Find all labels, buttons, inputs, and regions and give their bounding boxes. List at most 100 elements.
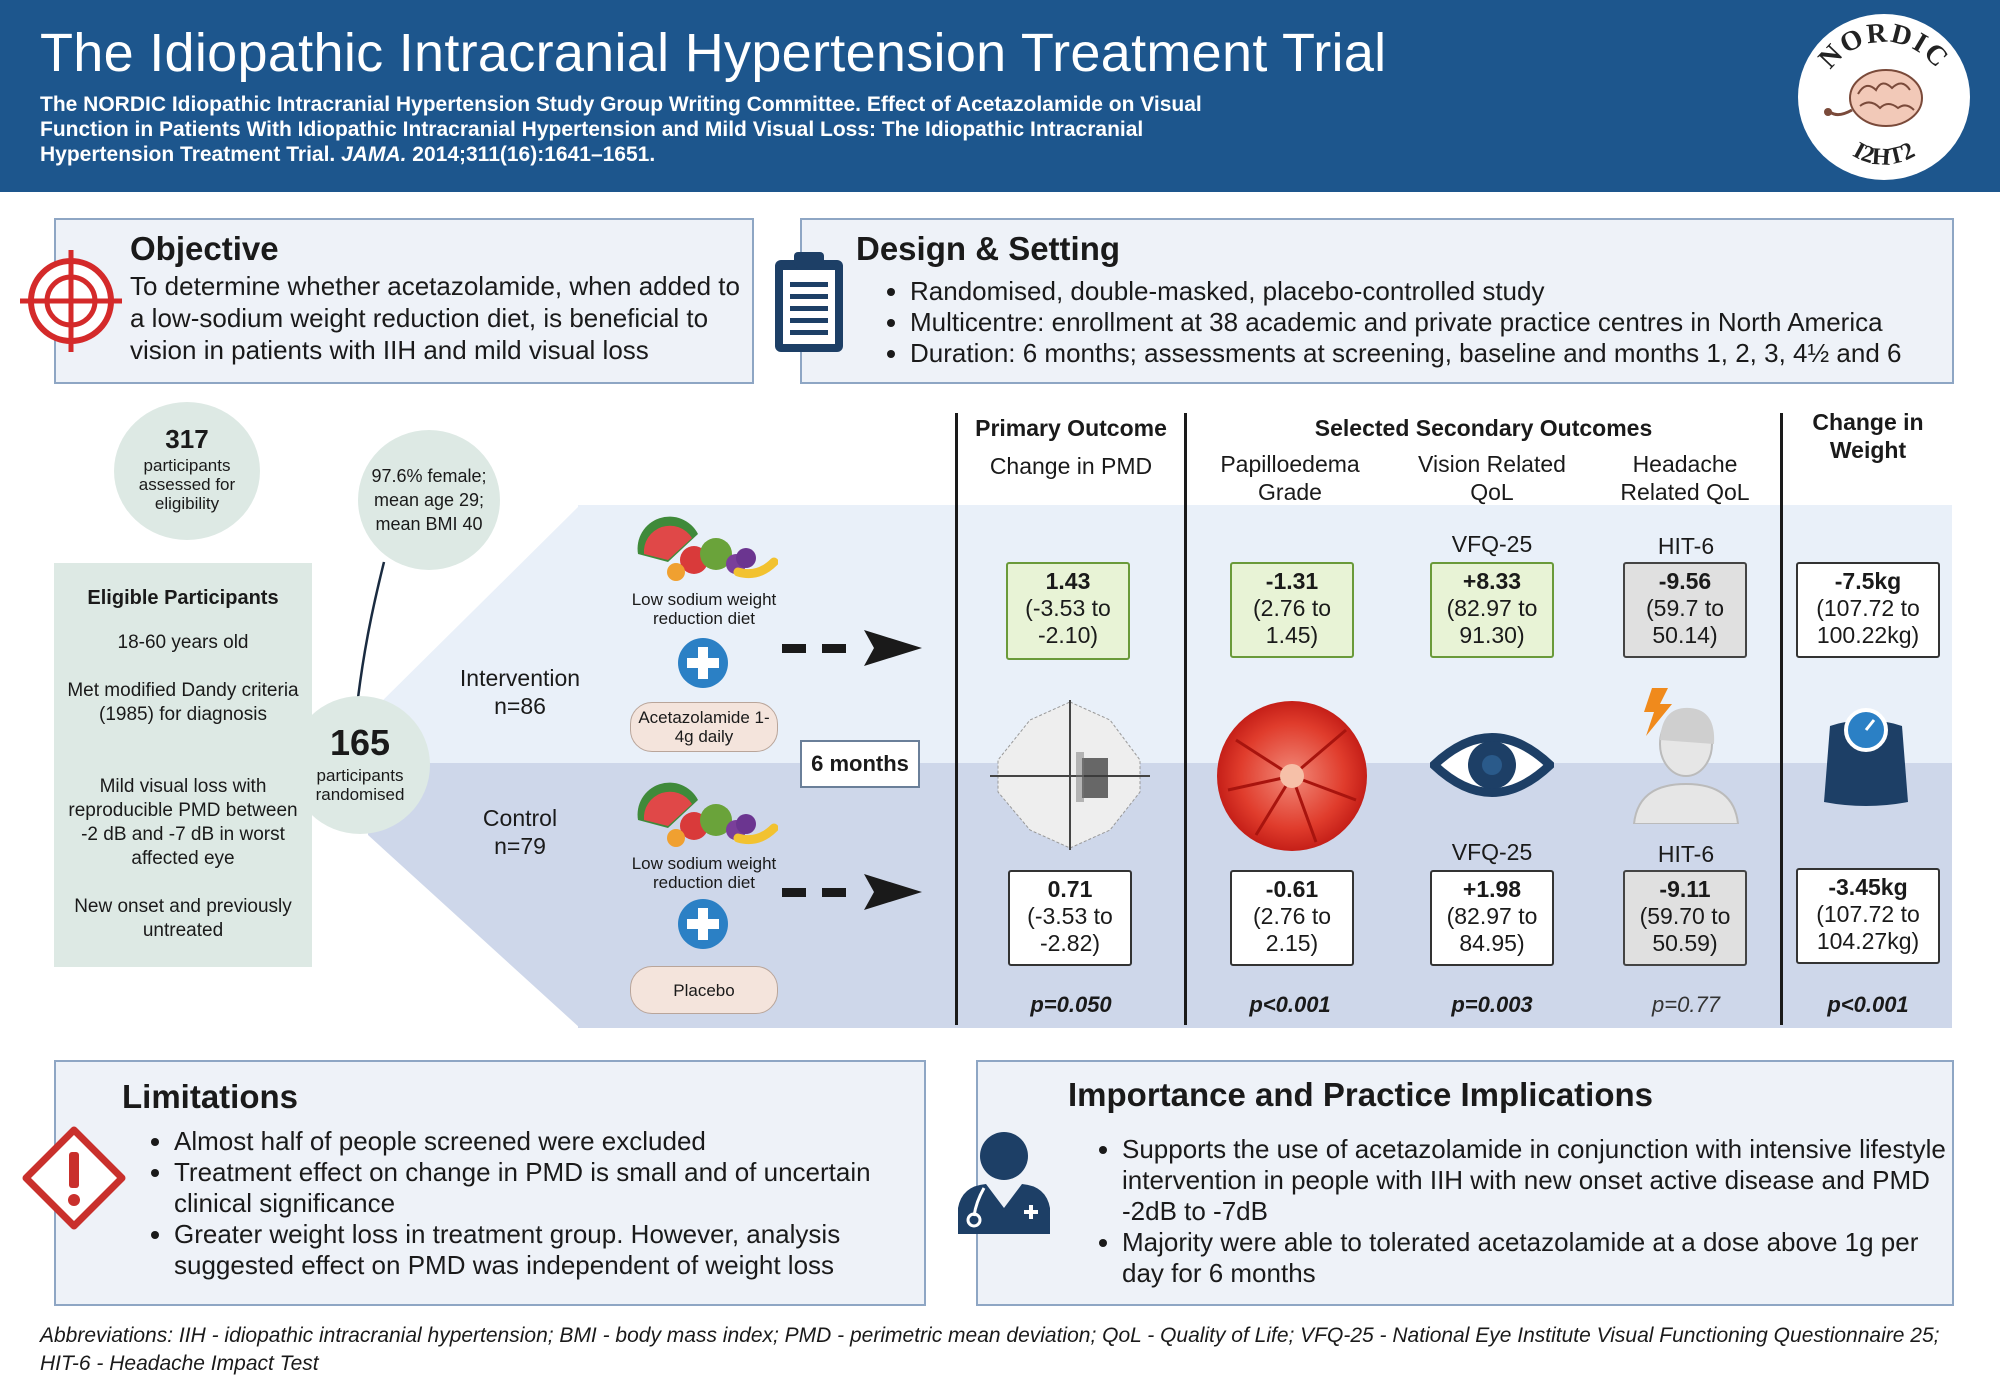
limitations-bullet: Greater weight loss in treatment group. …: [174, 1219, 914, 1281]
result-value: 1.43: [1045, 568, 1091, 594]
assessed-circle: [114, 402, 260, 540]
intervention-n: n=86: [494, 693, 546, 719]
logo-top-text: NORDIC: [1813, 17, 1954, 74]
p-value-vfq: p=0.003: [1451, 992, 1533, 1017]
eligible-item: Met modified Dandy criteria (1985) for d…: [67, 680, 299, 725]
primary-subheading: Change in PMD: [989, 453, 1153, 479]
result-weight-control: -3.45kg(107.72 to 104.27kg): [1796, 868, 1940, 964]
clipboard-icon: [772, 250, 846, 354]
eye-icon: [1427, 724, 1557, 806]
citation-main: The NORDIC Idiopathic Intracranial Hyper…: [40, 93, 1202, 166]
result-ci: (-3.53 to -2.82): [1027, 903, 1113, 956]
result-value: -3.45kg: [1828, 874, 1908, 900]
limitations-bullet: Almost half of people screened were excl…: [174, 1126, 914, 1157]
importance-panel: [976, 1060, 1954, 1306]
randomisation-wedge: [368, 505, 580, 1028]
result-value: -1.31: [1265, 568, 1319, 594]
plus-icon: [676, 897, 730, 951]
p-value-hit: p=0.77: [1652, 992, 1720, 1017]
objective-text: To determine whether acetazolamide, when…: [130, 271, 740, 365]
p-value-weight: p<0.001: [1827, 992, 1909, 1017]
connector-line: [356, 561, 386, 699]
demographics-text: 97.6% female; mean age 29; mean BMI 40: [371, 466, 487, 534]
control-n: n=79: [494, 833, 546, 859]
food-icon: [628, 514, 779, 584]
result-value: 0.71: [1047, 876, 1093, 902]
doctor-icon: [954, 1130, 1054, 1234]
result-value: -7.5kg: [1834, 568, 1902, 594]
citation-journal: JAMA.: [341, 143, 407, 166]
svg-text:I2HT2: I2HT2: [1849, 137, 1919, 170]
randomised-label: participants randomised: [315, 766, 405, 804]
importance-bullet: Majority were able to tolerated acetazol…: [1122, 1227, 1962, 1289]
limitations-list: Almost half of people screened were excl…: [146, 1126, 914, 1281]
eligible-heading: Eligible Participants: [87, 587, 279, 609]
visual-field-icon: [990, 700, 1150, 850]
column-divider: [1184, 413, 1187, 1025]
header-banner: [0, 0, 2000, 192]
limitations-panel: [54, 1060, 926, 1306]
column-divider: [955, 413, 958, 1025]
result-ci: (107.72 to 104.27kg): [1816, 901, 1920, 954]
page-title: The Idiopathic Intracranial Hypertension…: [40, 23, 1387, 83]
objective-heading: Objective: [130, 230, 279, 267]
diet-label-intervention: Low sodium weight reduction diet: [631, 590, 777, 628]
brain-icon: [1824, 69, 1923, 127]
result-value: +1.98: [1462, 876, 1522, 902]
randomised-circle: [290, 696, 430, 834]
acetazolamide-pill: Acetazolamide 1-4g daily: [630, 702, 778, 752]
control-name: Control: [482, 805, 558, 831]
column-divider: [1780, 413, 1783, 1025]
hit-label-intervention: HIT-6: [1657, 533, 1715, 559]
fundus-icon: [1216, 700, 1368, 852]
design-list: Randomised, double-masked, placebo-contr…: [882, 276, 1970, 369]
limitations-bullet: Treatment effect on change in PMD is sma…: [174, 1157, 914, 1219]
vfq-label-control: VFQ-25: [1451, 839, 1533, 865]
abbreviations-footnote: Abbreviations: IIH - idiopathic intracra…: [40, 1324, 1940, 1375]
result-weight-intervention: -7.5kg(107.72 to 100.22kg): [1796, 562, 1940, 658]
citation: The NORDIC Idiopathic Intracranial Hyper…: [40, 92, 1220, 167]
design-bullet: Multicentre: enrollment at 38 academic a…: [910, 307, 1970, 338]
result-ci: (59.7 to 50.14): [1646, 595, 1724, 648]
arrow-icon: [782, 630, 922, 666]
secondary-heading: Selected Secondary Outcomes: [1314, 415, 1653, 441]
vision-qol-heading: Vision Related QoL: [1418, 451, 1566, 505]
result-papilloedema-intervention: -1.31(2.76 to 1.45): [1230, 562, 1354, 658]
weight-heading: Change in Weight: [1812, 409, 1924, 463]
importance-bullet: Supports the use of acetazolamide in con…: [1122, 1134, 1962, 1227]
result-value: -9.11: [1659, 876, 1711, 902]
demographics-circle: [358, 430, 500, 570]
intervention-name: Intervention: [459, 665, 581, 691]
result-vfq-control: +1.98(82.97 to 84.95): [1430, 870, 1554, 966]
result-hit-intervention: -9.56(59.7 to 50.14): [1623, 562, 1747, 658]
design-heading: Design & Setting: [856, 230, 1121, 267]
vfq-label-intervention: VFQ-25: [1451, 531, 1533, 557]
result-ci: (82.97 to 84.95): [1446, 903, 1538, 956]
headache-icon: [1624, 684, 1744, 825]
papilloedema-heading: Papilloedema Grade: [1220, 451, 1360, 505]
result-ci: (2.76 to 2.15): [1253, 903, 1331, 956]
eligible-item: New onset and previously untreated: [74, 896, 292, 941]
result-ci: (-3.53 to -2.10): [1025, 595, 1111, 648]
food-icon: [628, 780, 779, 850]
result-hit-control: -9.11(59.70 to 50.59): [1623, 870, 1747, 966]
nordic-logo: NORDIC I2HT2: [1798, 14, 1970, 180]
citation-ref: 2014;311(16):1641–1651.: [412, 143, 656, 166]
primary-heading: Primary Outcome: [975, 415, 1167, 441]
duration-box: 6 months: [800, 740, 920, 788]
objective-panel: [54, 218, 754, 384]
result-value: +8.33: [1462, 568, 1522, 594]
result-ci: (82.97 to 91.30): [1446, 595, 1538, 648]
result-ci: (2.76 to 1.45): [1253, 595, 1331, 648]
scale-icon: [1820, 706, 1912, 810]
diet-label-control: Low sodium weight reduction diet: [631, 854, 777, 892]
limitations-heading: Limitations: [122, 1078, 299, 1115]
design-bullet: Duration: 6 months; assessments at scree…: [910, 338, 1970, 369]
result-pmd-intervention: 1.43(-3.53 to -2.10): [1006, 562, 1130, 660]
p-value-pmd: p=0.050: [1030, 992, 1112, 1017]
result-ci: (107.72 to 100.22kg): [1816, 595, 1920, 648]
eligible-box: [54, 563, 312, 967]
importance-list: Supports the use of acetazolamide in con…: [1094, 1134, 1962, 1289]
result-pmd-control: 0.71(-3.53 to -2.82): [1008, 870, 1132, 966]
